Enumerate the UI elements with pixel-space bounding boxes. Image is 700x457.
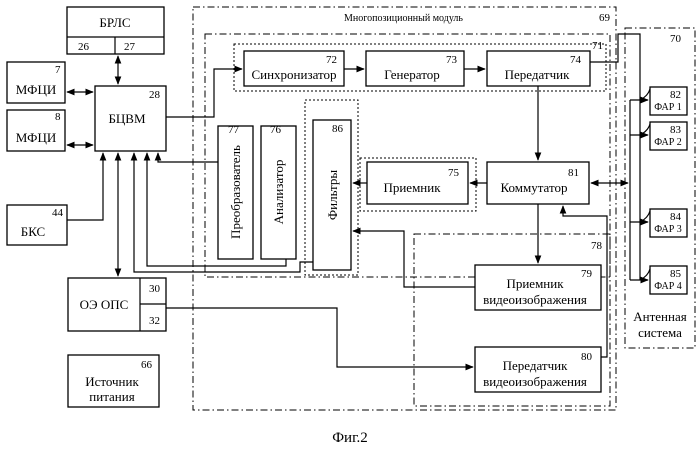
generator-block: Генератор 73: [366, 51, 464, 86]
analyzer-label: Анализатор: [271, 160, 286, 225]
mfci-8-number: 8: [55, 111, 61, 123]
figure-caption: Фиг.2: [332, 430, 368, 446]
mfci-7-number: 7: [55, 64, 61, 76]
far-2-block: ФАР 2 83: [650, 122, 687, 150]
brls-block: БРЛС 26 27: [67, 7, 164, 54]
mfci-7-label: МФЦИ: [16, 82, 56, 97]
video-receiver-number: 79: [581, 268, 593, 280]
video-transmitter-number: 80: [581, 351, 593, 363]
multi-module-number: 69: [599, 12, 611, 24]
transmitter-number: 74: [570, 54, 582, 66]
brls-label: БРЛС: [99, 15, 130, 30]
analyzer-block: Анализатор 76: [261, 124, 296, 259]
bcvm-number: 28: [149, 89, 161, 101]
bcvm-label: БЦВМ: [108, 111, 146, 126]
far-3-block: ФАР 3 84: [650, 209, 687, 237]
brls-port-27: 27: [124, 41, 136, 53]
synchronizer-block: Синхронизатор 72: [244, 51, 344, 86]
far-2-number: 83: [670, 124, 682, 136]
oe-ops-label: ОЭ ОПС: [80, 297, 129, 312]
mfci-8-label: МФЦИ: [16, 130, 56, 145]
video-transmitter-label-1: Передатчик: [503, 358, 568, 373]
brls-port-26: 26: [78, 41, 90, 53]
mfci-8-block: МФЦИ 8: [7, 110, 65, 151]
far-4-block: ФАР 4 85: [650, 266, 687, 294]
mfci-7-block: МФЦИ 7: [7, 62, 65, 103]
filters-number: 86: [332, 123, 344, 135]
receiver-label: Приемник: [383, 180, 441, 195]
multi-module-title: Многопозиционный модуль: [344, 13, 463, 24]
far-1-block: ФАР 1 82: [650, 87, 687, 115]
synchronizer-label: Синхронизатор: [251, 67, 336, 82]
far-4-number: 85: [670, 268, 682, 280]
generator-number: 73: [446, 54, 458, 66]
bks-block: БКС 44: [7, 205, 67, 245]
group-78-number: 78: [591, 240, 603, 252]
antenna-system-number: 70: [670, 33, 682, 45]
far-3-number: 84: [670, 211, 682, 223]
bks-label: БКС: [21, 224, 45, 239]
bcvm-block: БЦВМ 28: [95, 86, 166, 151]
antenna-system-title-1: Антенная: [633, 309, 686, 324]
converter-label: Преобразователь: [228, 145, 243, 239]
power-source-label-2: питания: [89, 389, 134, 404]
far-1-number: 82: [670, 89, 681, 101]
transmitter-label: Передатчик: [505, 67, 570, 82]
oe-ops-port-32: 32: [149, 315, 160, 327]
oe-ops-port-30: 30: [149, 283, 161, 295]
filters-label: Фильтры: [325, 170, 340, 220]
video-receiver-block: Приемник видеоизображения 79: [475, 265, 601, 310]
far-4-label: ФАР 4: [654, 281, 682, 292]
far-3-label: ФАР 3: [654, 224, 682, 235]
filters-block: Фильтры 86: [313, 120, 351, 270]
oe-ops-block: ОЭ ОПС 30 32: [68, 278, 166, 331]
video-transmitter-label-2: видеоизображения: [483, 374, 587, 389]
video-receiver-label-1: Приемник: [506, 276, 564, 291]
power-source-block: Источник питания 66: [68, 355, 159, 407]
power-source-label-1: Источник: [85, 374, 139, 389]
switch-label: Коммутатор: [500, 180, 567, 195]
antenna-system-frame: [625, 28, 695, 348]
switch-number: 81: [568, 167, 579, 179]
video-transmitter-block: Передатчик видеоизображения 80: [475, 347, 601, 392]
switch-block: Коммутатор 81: [487, 162, 589, 204]
far-2-label: ФАР 2: [654, 137, 682, 148]
receiver-number: 75: [448, 167, 460, 179]
antenna-system-title-2: система: [638, 325, 682, 340]
analyzer-number: 76: [270, 124, 282, 136]
converter-number: 77: [228, 124, 240, 136]
group-71-number: 71: [592, 40, 603, 52]
far-1-label: ФАР 1: [654, 102, 682, 113]
synchronizer-number: 72: [326, 54, 337, 66]
bks-number: 44: [52, 207, 64, 219]
power-source-number: 66: [141, 359, 153, 371]
generator-label: Генератор: [384, 67, 439, 82]
receiver-block: Приемник 75: [367, 162, 468, 204]
converter-block: Преобразователь 77: [218, 124, 253, 259]
transmitter-block: Передатчик 74: [487, 51, 590, 86]
video-receiver-label-2: видеоизображения: [483, 292, 587, 307]
